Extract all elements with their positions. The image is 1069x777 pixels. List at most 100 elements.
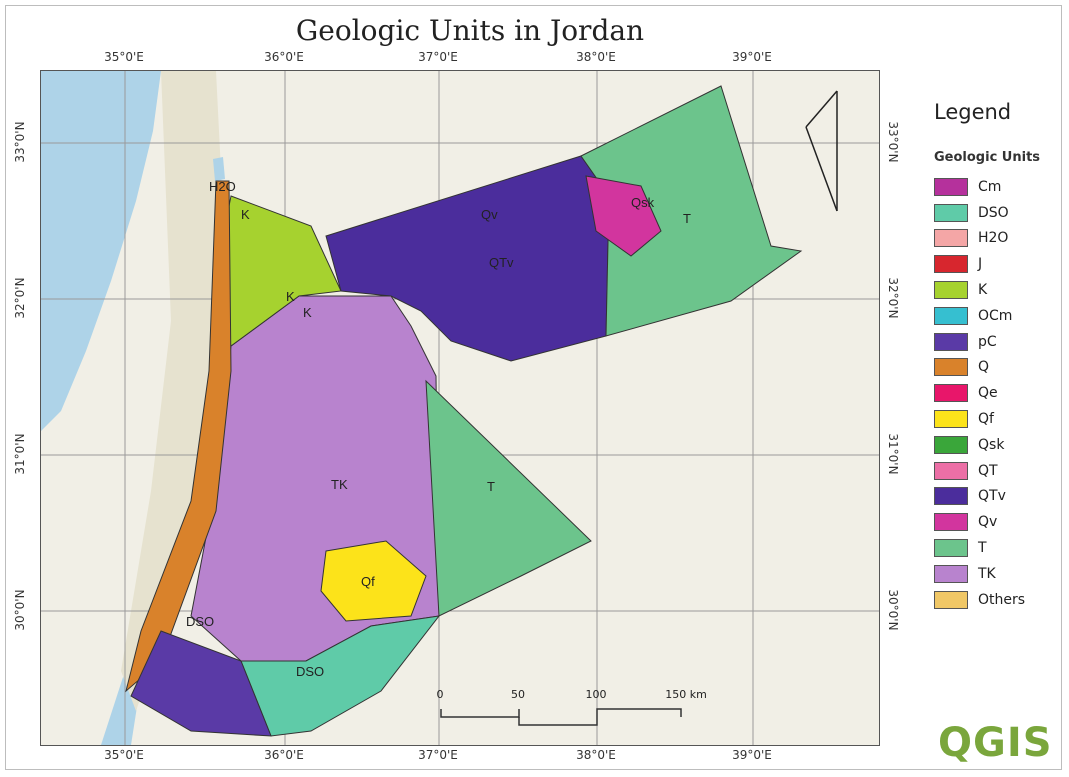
legend-label: pC xyxy=(978,333,997,350)
coord-top-38e: 38°0'E xyxy=(576,50,616,64)
map-label-dso-2: DSO xyxy=(186,614,214,629)
legend-swatch xyxy=(934,177,968,196)
legend-label: T xyxy=(978,540,987,557)
legend-label: TK xyxy=(978,565,996,582)
legend-swatch xyxy=(934,461,968,480)
sea-of-galilee xyxy=(213,157,225,181)
map-label-k-1: K xyxy=(241,207,250,222)
legend-item-t[interactable]: T xyxy=(934,535,1025,561)
north-arrow-icon xyxy=(805,90,838,212)
legend-item-pc[interactable]: pC xyxy=(934,329,1025,355)
legend-item-qsk[interactable]: Qsk xyxy=(934,432,1025,458)
legend-swatch xyxy=(934,487,968,506)
legend-label: QTv xyxy=(978,488,1006,505)
scale-label-0: 0 xyxy=(436,688,444,701)
legend-item-h2o[interactable]: H2O xyxy=(934,226,1025,252)
legend-item-cm[interactable]: Cm xyxy=(934,174,1025,200)
unit-dso-south xyxy=(240,615,441,737)
coord-bottom-35e: 35°0'E xyxy=(104,748,144,762)
map-label-qv: Qv xyxy=(481,207,498,222)
unit-qv-east xyxy=(585,175,662,257)
coord-bottom-37e: 37°0'E xyxy=(418,748,458,762)
legend-swatch xyxy=(934,513,968,532)
legend-label: Others xyxy=(978,591,1026,608)
scale-bar xyxy=(440,708,682,726)
legend-swatch xyxy=(934,590,968,609)
legend-item-qtv[interactable]: QTv xyxy=(934,484,1025,510)
map-label-qtv: QTv xyxy=(489,255,514,270)
legend-item-k[interactable]: K xyxy=(934,277,1025,303)
page-frame xyxy=(5,5,1062,770)
legend-label: J xyxy=(978,256,983,273)
legend-swatch xyxy=(934,539,968,558)
unit-qf-basin xyxy=(320,540,427,622)
legend-item-tk[interactable]: TK xyxy=(934,561,1025,587)
legend-swatch xyxy=(934,410,968,429)
legend-swatch xyxy=(934,229,968,248)
legend-label: H2O xyxy=(978,230,1009,247)
map-label-qf: Qf xyxy=(361,574,375,589)
legend-item-q[interactable]: Q xyxy=(934,355,1025,381)
coord-top-36e: 36°0'E xyxy=(264,50,304,64)
coord-top-37e: 37°0'E xyxy=(418,50,458,64)
coord-right-32n: 32°0'N xyxy=(886,277,900,319)
west-terrain xyxy=(121,71,226,711)
coord-bottom-39e: 39°0'E xyxy=(732,748,772,762)
map-title: Geologic Units in Jordan xyxy=(295,14,645,47)
unit-t-southeast xyxy=(425,379,592,617)
scale-label-100: 100 xyxy=(585,688,607,701)
unit-qtv-southwest xyxy=(130,630,272,737)
scale-label-150km: 150 km xyxy=(665,688,707,701)
legend-list: Cm DSO H2O J K OCm pC Q Qe Qf Qsk QT QTv… xyxy=(934,174,1025,613)
map-label-h2o: H2O xyxy=(209,179,236,194)
coord-right-31n: 31°0'N xyxy=(886,433,900,475)
legend-label: K xyxy=(978,282,988,299)
coord-left-33n: 33°0'N xyxy=(13,121,27,163)
legend-swatch xyxy=(934,332,968,351)
mediterranean-sea xyxy=(41,71,161,431)
map-label-t-1: T xyxy=(683,211,691,226)
coord-right-33n: 33°0'N xyxy=(886,121,900,163)
coord-left-30n: 30°0'N xyxy=(13,589,27,631)
legend-label: Q xyxy=(978,359,990,376)
coord-left-32n: 32°0'N xyxy=(13,277,27,319)
legend-label: DSO xyxy=(978,204,1009,221)
legend-swatch xyxy=(934,306,968,325)
legend-item-dso[interactable]: DSO xyxy=(934,200,1025,226)
qgis-logo: QGIS xyxy=(938,720,1053,766)
legend-swatch xyxy=(934,435,968,454)
legend-swatch xyxy=(934,384,968,403)
map-frame[interactable]: H2O K K K Qv QTv Qsk T T TK Qf DSO DSO xyxy=(40,70,880,746)
legend-item-ocm[interactable]: OCm xyxy=(934,303,1025,329)
legend-swatch xyxy=(934,358,968,377)
legend-subtitle: Geologic Units xyxy=(934,150,1041,165)
coord-bottom-36e: 36°0'E xyxy=(264,748,304,762)
legend-item-j[interactable]: J xyxy=(934,251,1025,277)
map-label-dso-1: DSO xyxy=(296,664,324,679)
coord-bottom-38e: 38°0'E xyxy=(576,748,616,762)
legend-label: QT xyxy=(978,462,998,479)
legend-item-qv[interactable]: Qv xyxy=(934,509,1025,535)
legend-item-qe[interactable]: Qe xyxy=(934,380,1025,406)
map-label-t-2: T xyxy=(487,479,495,494)
legend-label: Qe xyxy=(978,385,998,402)
legend-label: Qsk xyxy=(978,436,1005,453)
legend-label: Qf xyxy=(978,411,994,428)
legend-label: Cm xyxy=(978,178,1002,195)
legend-title: Legend xyxy=(934,100,1012,124)
legend-item-qt[interactable]: QT xyxy=(934,458,1025,484)
legend-swatch xyxy=(934,564,968,583)
legend-item-qf[interactable]: Qf xyxy=(934,406,1025,432)
legend-item-others[interactable]: Others xyxy=(934,587,1025,613)
map-canvas[interactable]: H2O K K K Qv QTv Qsk T T TK Qf DSO DSO xyxy=(41,71,879,745)
coord-top-39e: 39°0'E xyxy=(732,50,772,64)
coord-right-30n: 30°0'N xyxy=(886,589,900,631)
scale-label-50: 50 xyxy=(511,688,525,701)
coord-top-35e: 35°0'E xyxy=(104,50,144,64)
legend-swatch xyxy=(934,255,968,274)
map-label-k-3: K xyxy=(303,305,312,320)
legend-swatch xyxy=(934,281,968,300)
legend-label: Qv xyxy=(978,514,998,531)
coord-left-31n: 31°0'N xyxy=(13,433,27,475)
map-label-qsk: Qsk xyxy=(631,195,655,210)
